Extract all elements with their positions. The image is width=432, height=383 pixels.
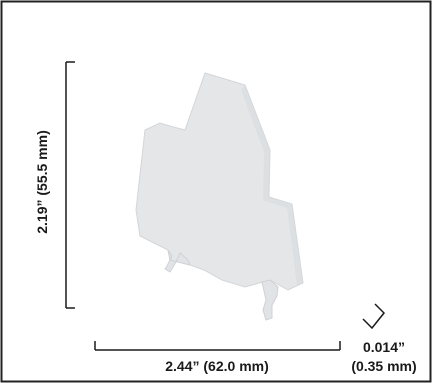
- left-clip-leg: [164, 249, 191, 273]
- height-dimension-label: 2.19” (55.5 mm): [34, 130, 50, 234]
- end-plate-shading: [241, 85, 303, 286]
- end-plate-photo: [135, 72, 304, 321]
- thickness-label-inches: 0.014”: [363, 339, 405, 355]
- width-dimension-label: 2.44” (62.0 mm): [165, 358, 269, 374]
- right-clip-leg: [261, 279, 279, 321]
- thickness-dimension: 0.014” (0.35 mm): [351, 303, 417, 374]
- height-dimension: 2.19” (55.5 mm): [34, 61, 75, 309]
- thickness-chevron-icon: [362, 303, 386, 330]
- thickness-label-mm: (0.35 mm): [351, 358, 416, 374]
- width-dimension: 2.44” (62.0 mm): [94, 341, 341, 374]
